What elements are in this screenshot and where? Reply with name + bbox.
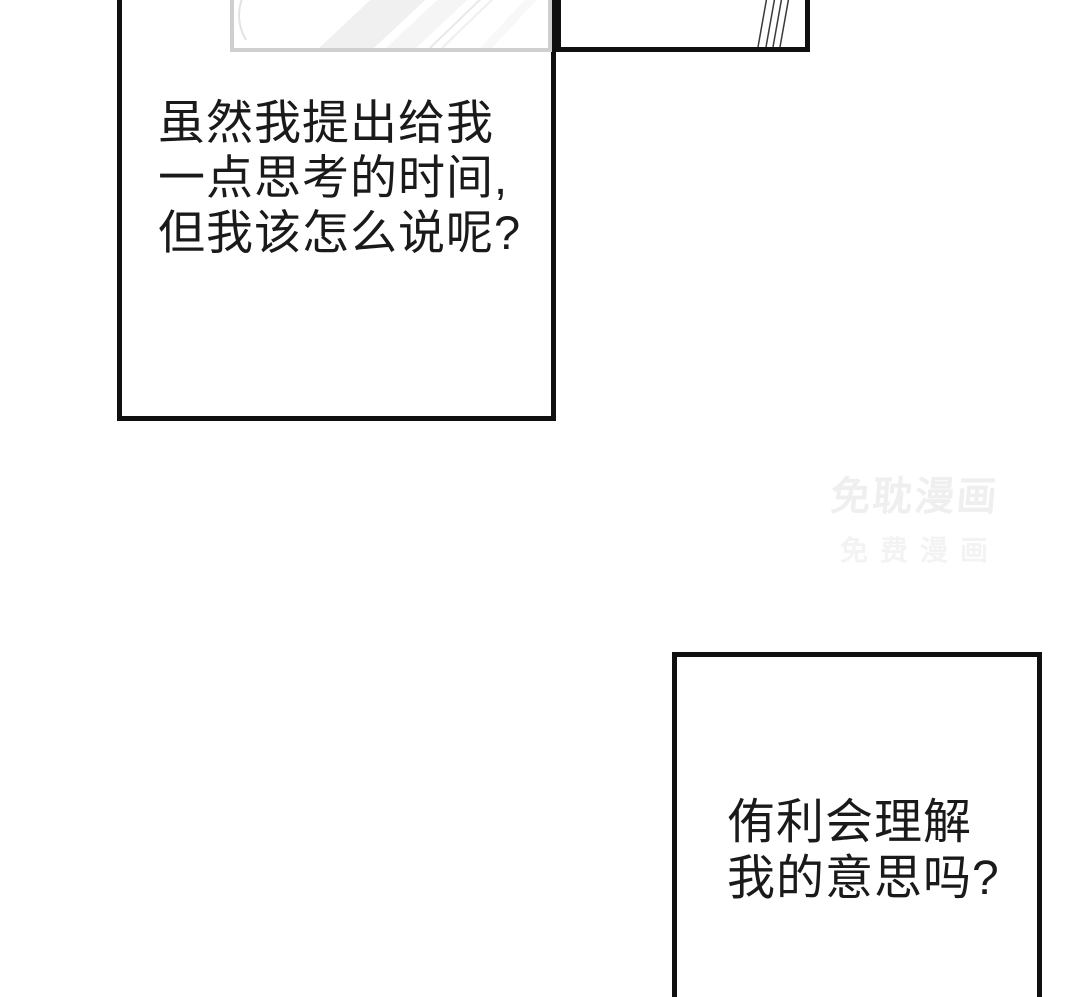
image-panel	[230, 0, 552, 52]
motion-lines-panel	[556, 0, 810, 52]
speech-line: 但我该怎么说呢?	[158, 206, 522, 259]
speech-text-1: 虽然我提出给我 一点思考的时间, 但我该怎么说呢?	[158, 95, 521, 260]
motion-lines-graphic	[757, 0, 790, 47]
watermark-subtitle: 免费漫画	[839, 535, 1000, 566]
speech-text-2: 侑利会理解 我的意思吗?	[727, 795, 1000, 907]
watermark-title: 免耽漫画	[828, 475, 1001, 519]
speech-panel-1: 虽然我提出给我 一点思考的时间, 但我该怎么说呢?	[117, 0, 556, 421]
glass-shine-graphic	[238, 0, 537, 48]
speech-line: 我的意思吗?	[727, 852, 1000, 905]
speech-panel-2: 侑利会理解 我的意思吗?	[672, 652, 1042, 997]
speech-line: 虽然我提出给我	[158, 96, 494, 149]
speech-line: 侑利会理解	[727, 796, 973, 849]
watermark: 免耽漫画 免费漫画	[785, 464, 1045, 569]
speech-line: 一点思考的时间,	[158, 151, 509, 204]
